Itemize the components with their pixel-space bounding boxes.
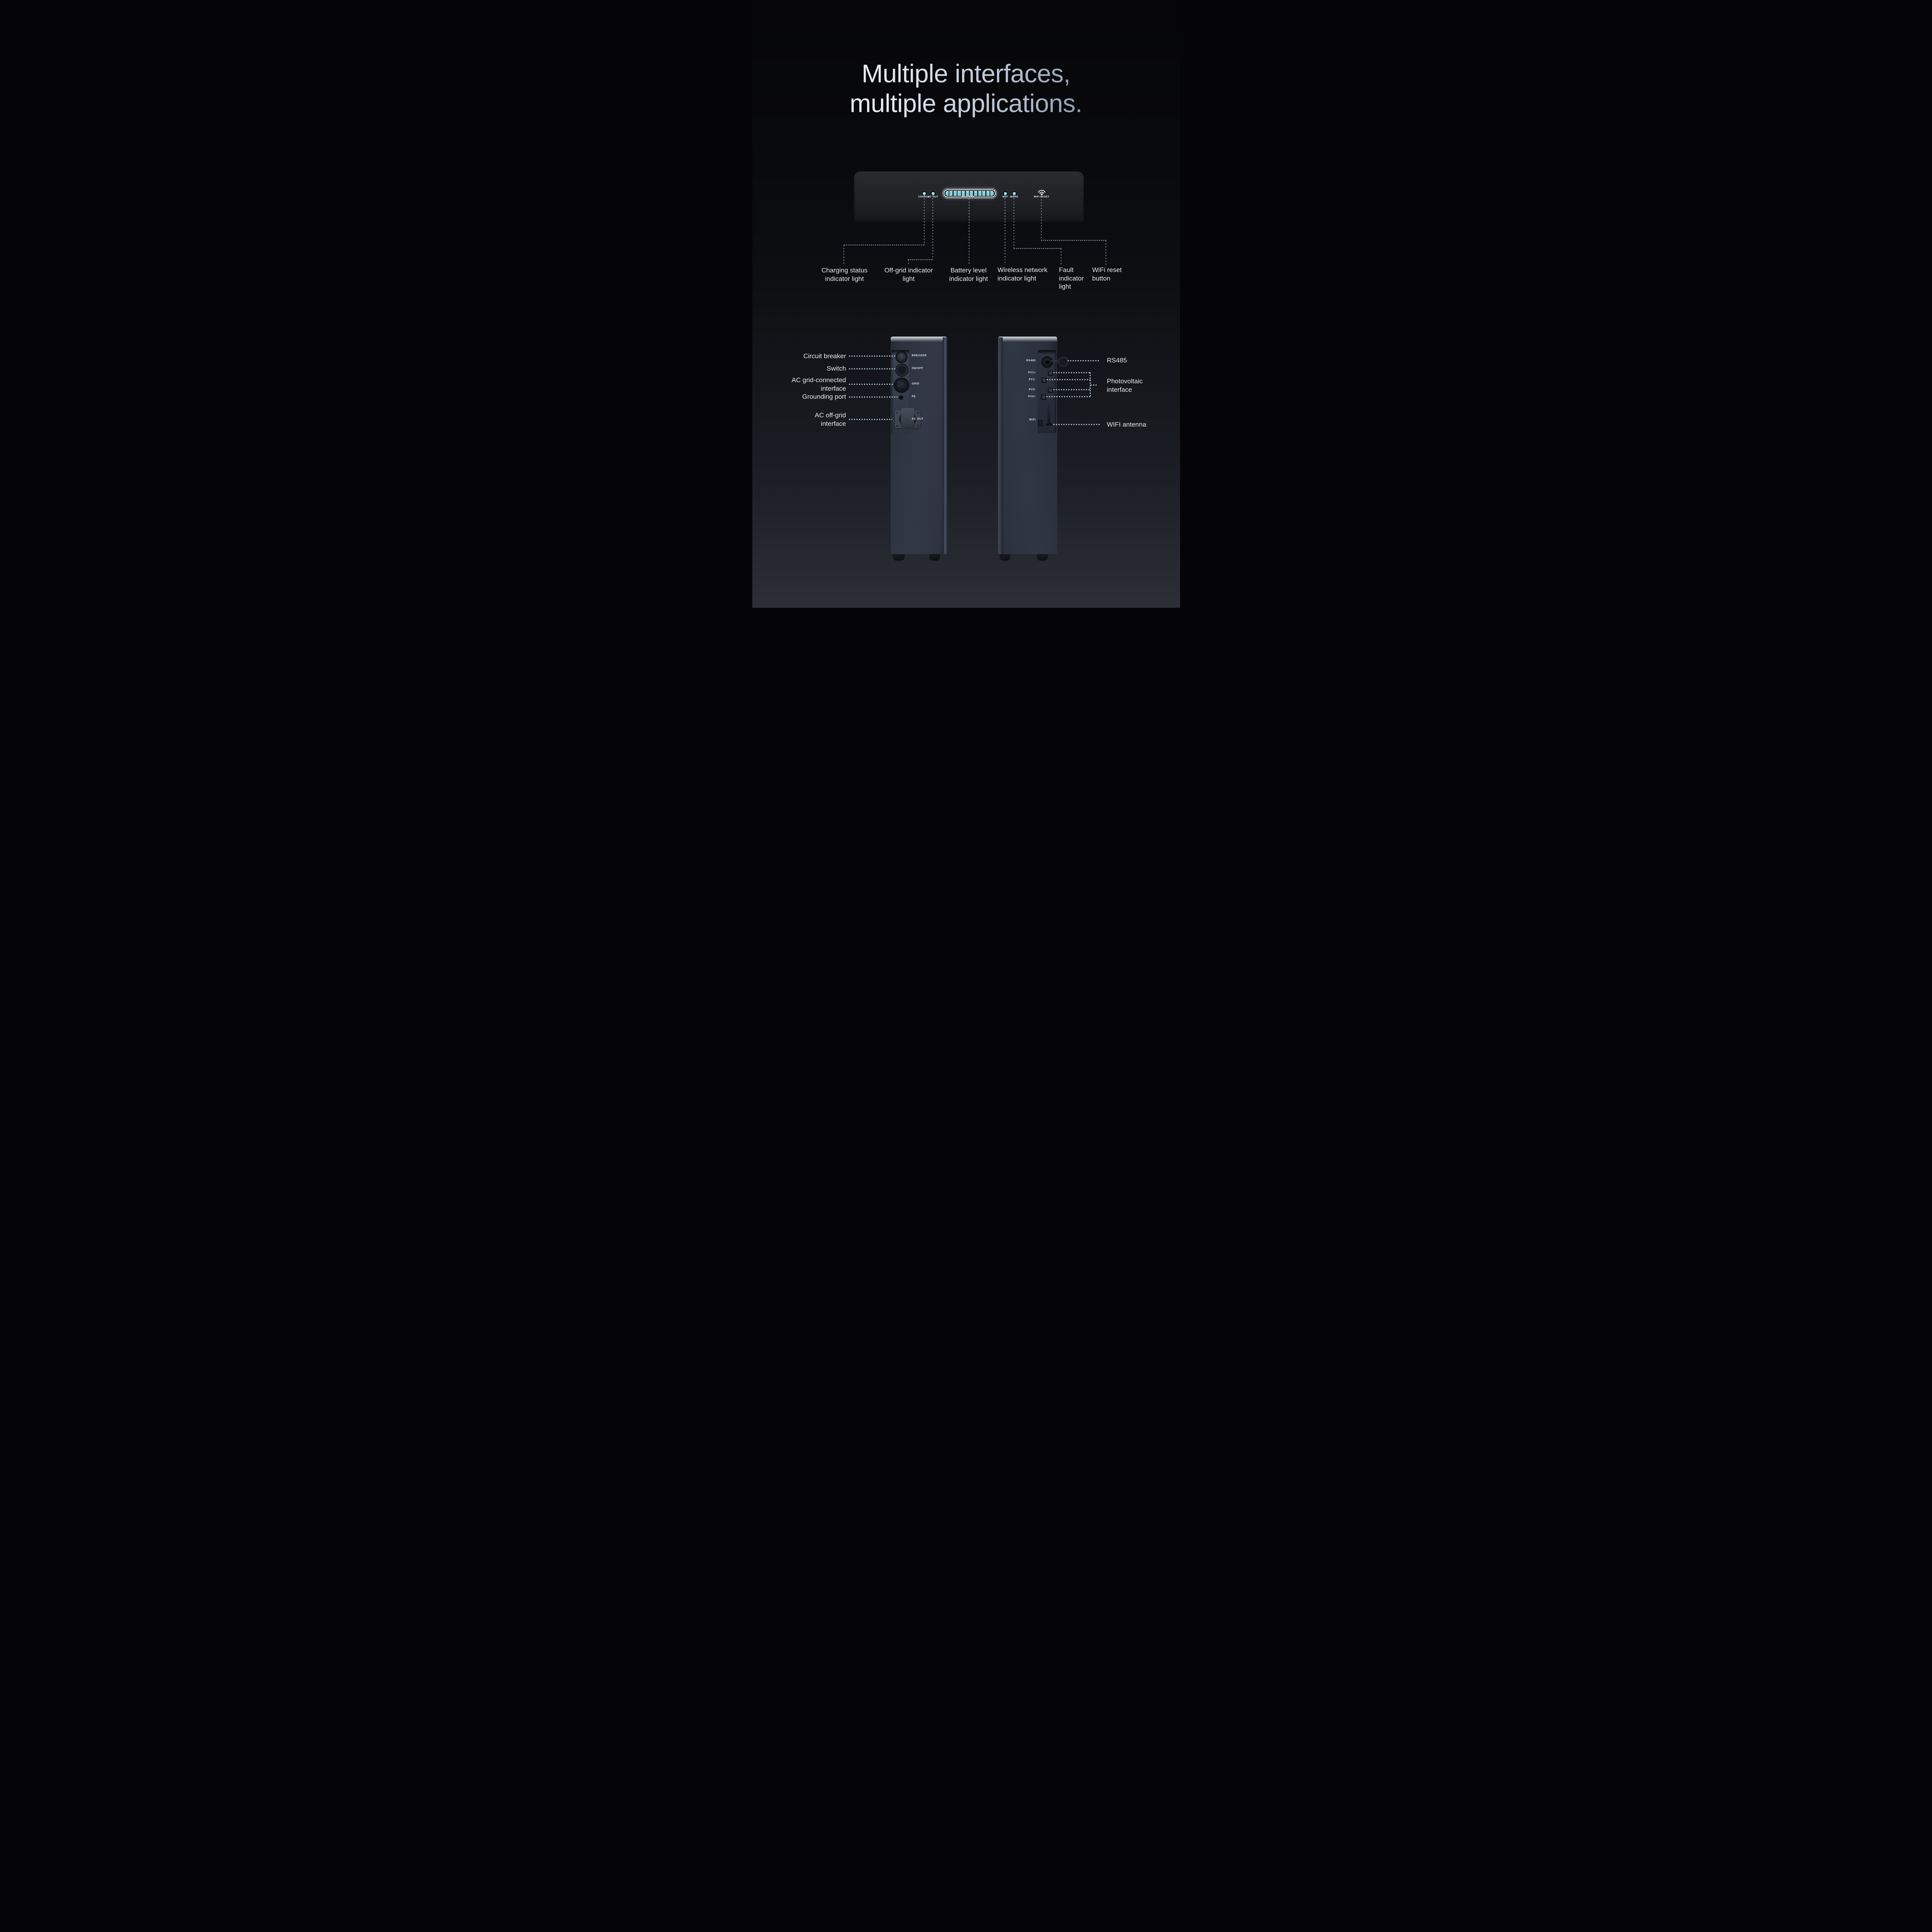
- callout-rs485: RS485: [1107, 357, 1127, 364]
- page-title: Multiple interfaces, multiple applicatio…: [752, 59, 1180, 118]
- callout-fault: Fault indicator light: [1059, 266, 1084, 290]
- battery-segment: [978, 191, 981, 196]
- leader-pv2-plus: [1046, 396, 1090, 397]
- pv1-plus-label: PV1+: [1028, 371, 1036, 374]
- callout-ac-off-grid: AC off-grid interface: [815, 412, 846, 427]
- leader-wifireset-h: [1041, 240, 1106, 241]
- callout-ac-grid-connected: AC grid-connected interface: [791, 376, 846, 392]
- callout-off-grid: Off-grid indicator light: [884, 267, 933, 282]
- callout-wireless-network: Wireless network indicator light: [997, 266, 1048, 282]
- wifi-label: WIFI: [1002, 196, 1008, 198]
- battery-label: BATTERY: [962, 196, 975, 198]
- leader-acout-v1: [932, 195, 933, 260]
- wifi-antenna-base: [1046, 423, 1052, 426]
- wifi-reset-label: WIFI RESET: [1034, 196, 1049, 198]
- pv1-minus-connector: [1041, 378, 1047, 383]
- callout-switch: Switch: [827, 365, 846, 372]
- pv2-plus-connector: [1041, 395, 1046, 400]
- leader-wifi-antenna: [1053, 424, 1100, 425]
- on-off-button: [896, 364, 908, 376]
- leader-acout-h: [908, 259, 933, 260]
- rs485-port: [1041, 356, 1053, 368]
- pe-grounding-port: [898, 395, 904, 400]
- grid-port-label: GRID: [912, 383, 920, 385]
- leader-charge-v1: [923, 195, 925, 245]
- callout-circuit-breaker: Circuit breaker: [803, 352, 846, 360]
- device-top-highlight: [998, 337, 1057, 342]
- battery-segment: [974, 191, 977, 196]
- device-top-highlight: [890, 337, 947, 342]
- device-foot: [929, 554, 940, 561]
- leader-pv1-minus: [1046, 379, 1090, 380]
- device-foot: [999, 554, 1010, 561]
- warn-indicator-light: [1012, 192, 1016, 195]
- page: Multiple interfaces, multiple applicatio…: [752, 0, 1180, 608]
- wifi-indicator-light: [1003, 192, 1007, 195]
- battery-segment: [970, 191, 973, 196]
- onoff-port-label: ON/OFF: [912, 367, 923, 370]
- leader-pv-stub: [1090, 384, 1097, 386]
- battery-segments: [943, 189, 996, 197]
- device-front-edge: [998, 337, 1003, 554]
- wifi-antenna: [1047, 397, 1051, 424]
- device-front-edge: [942, 337, 947, 554]
- battery-level-gauge: [942, 188, 997, 199]
- acout-port-label: AC OUT: [912, 418, 923, 420]
- charge-indicator-light: [922, 192, 926, 195]
- battery-segment: [949, 191, 953, 196]
- leader-pv-bracket: [1089, 372, 1091, 397]
- leader-rs485: [1067, 360, 1100, 361]
- pv1-minus-label: PV1-: [1029, 378, 1036, 381]
- breaker-button: [896, 352, 907, 362]
- battery-segment: [966, 191, 969, 196]
- pv2-minus-connector: [1048, 388, 1053, 393]
- battery-segment: [953, 191, 957, 196]
- leader-grounding: [849, 396, 898, 398]
- leader-switch: [849, 368, 896, 369]
- device-foot: [893, 554, 905, 561]
- leader-ac-grid: [849, 384, 893, 385]
- pe-port-label: PE: [912, 395, 916, 398]
- leader-ac-off-grid: [849, 419, 892, 420]
- battery-segment: [962, 191, 965, 196]
- pv2-plus-label: PV2+: [1028, 395, 1036, 398]
- rs485-cap: [1058, 357, 1069, 367]
- callout-wifi-reset: WiFi reset button: [1092, 266, 1122, 282]
- battery-segment: [986, 191, 990, 196]
- battery-segment: [945, 191, 949, 196]
- pv1-plus-connector: [1048, 371, 1053, 376]
- leader-pv1-plus: [1053, 372, 1090, 373]
- breaker-port-label: BREAKER: [912, 354, 927, 357]
- device-foot: [1037, 554, 1048, 561]
- leader-circuit-breaker: [849, 355, 896, 357]
- left-device-side-view: BREAKER ON/OFF GRID PE AC OUT: [890, 337, 947, 561]
- rs485-port-label: RS485: [1026, 359, 1036, 362]
- leader-acout-v2: [908, 260, 909, 265]
- ac-out-indicator-light: [931, 192, 935, 195]
- callout-grounding-port: Grounding port: [802, 393, 846, 400]
- ac-out-socket: [895, 408, 920, 429]
- battery-segment: [957, 191, 961, 196]
- leader-pv2-minus: [1053, 389, 1090, 390]
- leader-wifireset-v2: [1105, 240, 1106, 265]
- wifi-port-label: WIFI: [1029, 418, 1036, 421]
- right-device-side-view: RS485 PV1+ PV1- PV2- PV2+ WIFI: [998, 337, 1069, 561]
- pv2-minus-label: PV2-: [1029, 388, 1036, 391]
- callout-wifi-antenna: WIFI antenna: [1107, 421, 1146, 428]
- wifi-port: [1037, 420, 1043, 426]
- grid-connector: [893, 378, 909, 393]
- leader-wifireset-v1: [1041, 196, 1042, 240]
- callout-photovoltaic: Photovoltaic interface: [1107, 378, 1143, 393]
- battery-segment: [982, 191, 986, 196]
- ac-out-socket-lid: [901, 408, 914, 427]
- callout-battery-level: Battery level indicator light: [949, 267, 988, 282]
- callout-charging-status: Charging status indicator light: [821, 267, 868, 282]
- wifi-reset-icon: [1037, 190, 1046, 196]
- ac-out-label: AC OUT: [928, 196, 938, 198]
- battery-segment: [990, 191, 994, 196]
- warn-label: WARN: [1010, 196, 1019, 198]
- leader-warn-h: [1014, 248, 1061, 249]
